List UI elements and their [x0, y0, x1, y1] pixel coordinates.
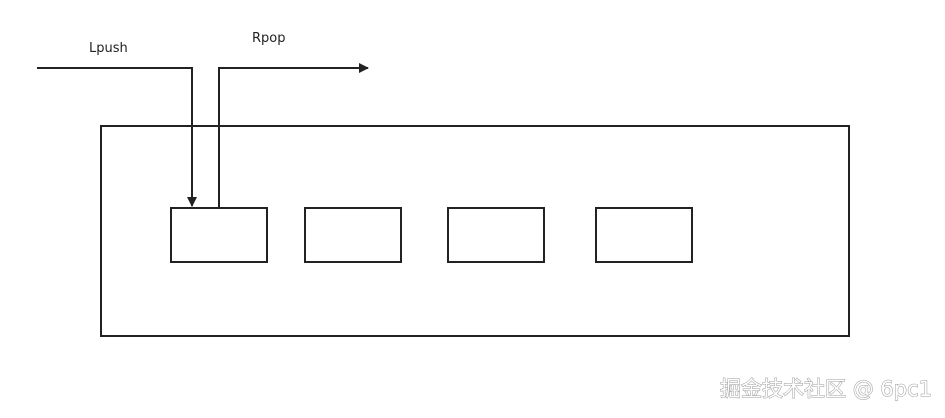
list-element-box [447, 207, 545, 263]
watermark-text: 掘金技术社区 @ 6pc1 [720, 377, 932, 401]
list-element-box [170, 207, 268, 263]
list-element-box [595, 207, 693, 263]
rpop-label: Rpop [252, 31, 286, 46]
list-element-box [304, 207, 402, 263]
list-container [100, 125, 850, 337]
rpop-arrow [218, 63, 369, 208]
lpush-arrow [37, 67, 197, 207]
lpush-label: Lpush [89, 41, 128, 56]
